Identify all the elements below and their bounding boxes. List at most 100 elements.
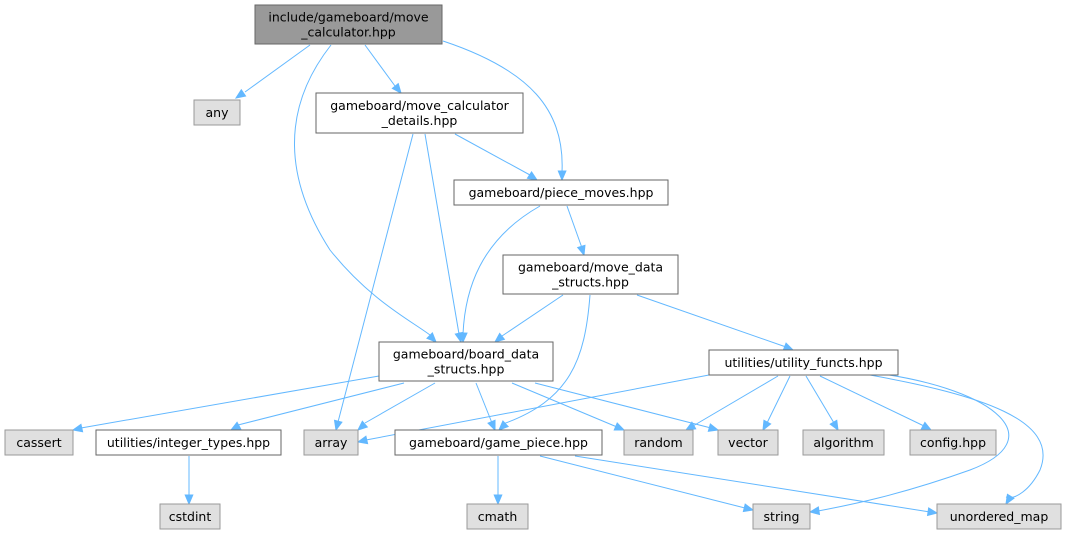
- node-mds[interactable]: gameboard/move_data_structs.hpp: [502, 254, 679, 295]
- node-label: gameboard/move_data: [518, 260, 663, 275]
- edge-pm-mds: [566, 205, 586, 257]
- arrowhead-icon: [493, 494, 503, 506]
- arrowhead-icon: [426, 332, 437, 343]
- edge-gp-string: [539, 455, 755, 513]
- node-mcd[interactable]: gameboard/move_calculator_details.hpp: [315, 92, 524, 134]
- node-umap: unordered_map: [936, 503, 1062, 530]
- edge-root-mcd: [364, 44, 402, 94]
- edge-line: [365, 374, 710, 441]
- edge-root-pm: [442, 40, 567, 182]
- node-box: [4, 429, 74, 456]
- node-label: random: [634, 435, 682, 450]
- edge-root-any: [234, 44, 311, 99]
- arrowhead-icon: [557, 170, 567, 182]
- node-array: array: [303, 429, 359, 456]
- node-uf[interactable]: utilities/utility_functs.hpp: [708, 349, 899, 376]
- node-random: random: [623, 429, 694, 456]
- node-box: [909, 429, 997, 456]
- edge-line: [364, 44, 396, 87]
- arrowhead-icon: [234, 88, 247, 99]
- edge-line: [511, 382, 618, 428]
- edge-line: [244, 44, 311, 93]
- arrowhead-icon: [707, 423, 720, 432]
- node-box: [159, 503, 221, 530]
- arrowhead-icon: [829, 419, 839, 432]
- node-box: [394, 429, 603, 456]
- node-box: [708, 349, 899, 376]
- node-label: _calculator.hpp: [300, 25, 396, 40]
- edge-line: [817, 372, 1010, 512]
- edge-line: [805, 375, 835, 424]
- node-label: _details.hpp: [381, 113, 458, 128]
- node-label: array: [315, 435, 348, 450]
- edge-mds-uf: [636, 294, 795, 351]
- arrowhead-icon: [498, 420, 510, 431]
- node-box: [254, 4, 443, 45]
- edge-line: [237, 382, 405, 426]
- node-string: string: [752, 503, 811, 530]
- edge-line: [424, 133, 460, 335]
- node-box: [936, 503, 1062, 530]
- node-label: unordered_map: [950, 509, 1049, 524]
- edge-root-bds: [294, 44, 437, 343]
- node-box: [466, 503, 529, 530]
- node-pm[interactable]: gameboard/piece_moves.hpp: [453, 179, 669, 206]
- edge-line: [869, 374, 1044, 499]
- edge-pm-bds: [458, 205, 541, 344]
- edge-line: [454, 133, 531, 176]
- node-it[interactable]: utilities/integer_types.hpp: [95, 429, 282, 456]
- arrowhead-icon: [458, 332, 468, 344]
- edge-line: [636, 294, 787, 348]
- edge-uf-vector: [762, 375, 791, 432]
- nodes-layer: include/gameboard/move_calculator.hppany…: [4, 4, 1062, 530]
- edge-gp-umap: [574, 455, 939, 517]
- edge-line: [501, 294, 564, 337]
- arrowhead-icon: [487, 419, 496, 432]
- edge-uf-umap: [869, 374, 1044, 506]
- edge-line: [80, 375, 380, 429]
- arrowhead-icon: [357, 420, 369, 431]
- node-vector: vector: [717, 429, 779, 456]
- node-label: gameboard/board_data: [393, 347, 539, 362]
- node-label: _structs.hpp: [427, 362, 505, 377]
- node-bds[interactable]: gameboard/board_data_structs.hpp: [378, 341, 554, 382]
- edge-it-cstdint: [184, 456, 194, 506]
- node-cmath: cmath: [466, 503, 529, 530]
- node-box: [378, 341, 554, 382]
- edge-line: [819, 375, 925, 427]
- edge-gp-cmath: [493, 456, 503, 506]
- arrowhead-icon: [184, 494, 194, 506]
- arrowhead-icon: [782, 342, 795, 351]
- edge-bds-array: [357, 382, 436, 431]
- arrowhead-icon: [576, 244, 586, 257]
- edge-line: [364, 382, 436, 424]
- node-label: utilities/utility_functs.hpp: [724, 355, 882, 370]
- edge-bds-cassert: [71, 375, 380, 433]
- node-config: config.hpp: [909, 429, 997, 456]
- node-label: cmath: [478, 509, 518, 524]
- edge-line: [337, 133, 414, 423]
- node-label: include/gameboard/move: [268, 10, 428, 25]
- edge-line: [539, 455, 746, 509]
- node-label: config.hpp: [920, 435, 986, 450]
- edge-line: [502, 294, 591, 425]
- edge-mcd-bds: [424, 133, 464, 344]
- node-label: _structs.hpp: [551, 275, 629, 290]
- node-algorithm: algorithm: [802, 429, 885, 456]
- edge-bds-gp: [475, 382, 496, 432]
- node-box: [752, 503, 811, 530]
- edge-uf-array: [356, 374, 710, 445]
- node-label: cassert: [16, 435, 61, 450]
- node-gp[interactable]: gameboard/game_piece.hpp: [394, 429, 603, 456]
- arrowhead-icon: [356, 435, 369, 445]
- arrowhead-icon: [229, 421, 242, 431]
- node-cassert: cassert: [4, 429, 74, 456]
- arrowhead-icon: [333, 419, 343, 432]
- node-cstdint: cstdint: [159, 503, 221, 530]
- edge-line: [294, 44, 431, 336]
- arrowhead-icon: [526, 170, 539, 181]
- edge-bds-random: [511, 382, 626, 431]
- edge-line: [766, 375, 791, 424]
- node-label: gameboard/piece_moves.hpp: [469, 185, 654, 200]
